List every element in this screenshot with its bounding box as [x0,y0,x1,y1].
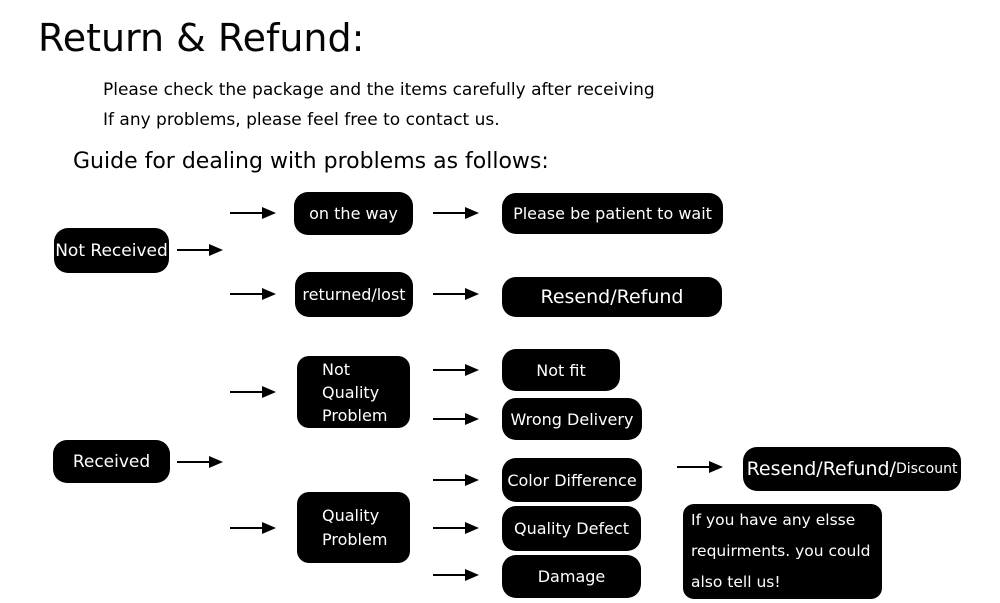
arrow-on-the-way-to-please-wait [433,207,479,219]
node-else-requirements: If you have any elsse requirments. you c… [683,504,882,599]
node-not-quality-problem: Not Quality Problem [297,356,410,428]
node-resend-refund: Resend/Refund [502,277,722,317]
node-not-fit-label: Not fit [536,360,586,380]
arrow-not-quality-to-not-fit [433,364,479,376]
node-resend-refund-label: Resend/Refund [540,286,684,308]
node-else-requirements-label: If you have any elsse requirments. you c… [691,511,871,591]
node-quality-defect-label: Quality Defect [514,519,629,538]
node-resend-refund-discount-label-small: Discount [895,461,958,477]
arrow-received-to-branch [177,456,223,468]
arrow-branch-to-not-quality-problem [230,386,276,398]
node-returned-lost-label: returned/lost [302,285,406,304]
node-wrong-delivery: Wrong Delivery [502,398,642,440]
node-color-difference: Color Difference [502,458,642,502]
node-quality-problem: Quality Problem [297,492,410,563]
arrow-branch-to-returned-lost [230,288,276,300]
intro-text-line2: If any problems, please feel free to con… [103,110,500,130]
node-received: Received [53,440,170,483]
node-quality-defect: Quality Defect [502,506,641,551]
guide-heading: Guide for dealing with problems as follo… [73,149,549,174]
node-damage: Damage [502,555,641,598]
arrow-branch-to-on-the-way [230,207,276,219]
arrow-color-difference-to-resend-refund-discount [677,461,723,473]
node-please-be-patient: Please be patient to wait [502,193,723,234]
node-not-quality-problem-label: Not Quality Problem [322,359,388,425]
arrow-quality-problem-to-quality-defect [433,522,479,534]
node-not-received: Not Received [54,228,169,273]
node-received-label: Received [72,451,151,472]
arrow-not-received-to-branch [177,244,223,256]
node-on-the-way: on the way [294,192,413,235]
node-returned-lost: returned/lost [295,272,413,317]
node-color-difference-label: Color Difference [507,470,637,490]
arrow-branch-to-color-difference [433,474,479,486]
arrow-branch-to-quality-problem [230,522,276,534]
node-please-be-patient-label: Please be patient to wait [513,204,712,223]
node-resend-refund-discount-label-main: Resend/Refund/ [746,458,896,480]
node-not-fit: Not fit [502,349,620,391]
node-damage-label: Damage [537,567,606,586]
node-resend-refund-discount: Resend/Refund/Discount [743,447,961,491]
node-not-received-label: Not Received [55,240,168,261]
node-on-the-way-label: on the way [309,204,398,223]
arrow-returned-lost-to-resend-refund [433,288,479,300]
node-wrong-delivery-label: Wrong Delivery [510,409,634,429]
page-title: Return & Refund: [38,16,365,60]
arrow-not-quality-to-wrong-delivery [433,413,479,425]
node-quality-problem-label: Quality Problem [322,505,388,549]
arrow-quality-problem-to-damage [433,569,479,581]
intro-text-line1: Please check the package and the items c… [103,80,655,100]
